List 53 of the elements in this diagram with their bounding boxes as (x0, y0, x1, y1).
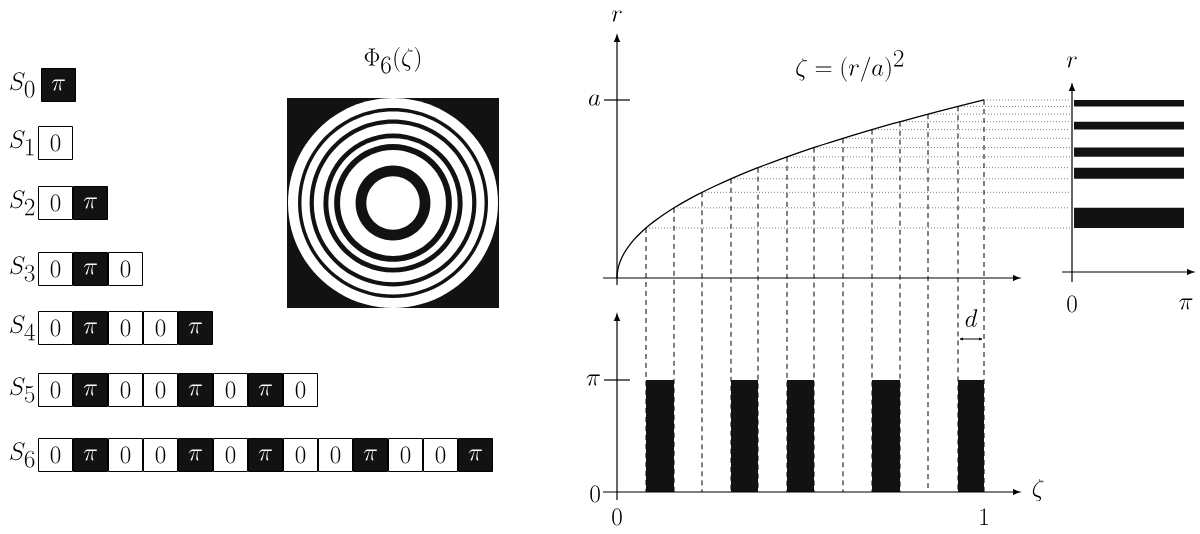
tick-label: $a$ (589, 94, 601, 106)
phase-cell: $0$ (213, 373, 248, 407)
phase-cell: $0$ (38, 186, 73, 220)
tick-label: $0$ (1067, 295, 1077, 313)
phase-cell: $0$ (283, 373, 318, 407)
phase-cell: $0$ (108, 252, 143, 286)
phase-cell: $\pi$ (73, 438, 108, 472)
phase-cell: $0$ (38, 438, 73, 472)
phase-cell: $0$ (38, 311, 73, 345)
phase-cell: $0$ (143, 438, 178, 472)
phase-cell: $\pi$ (73, 186, 108, 220)
sequence-label: $S_4$ (10, 315, 35, 341)
plot-title: $\Phi_6(\zeta)$ (364, 46, 421, 74)
tick-label: $1$ (980, 508, 988, 525)
phase-cell: $\pi$ (73, 311, 108, 345)
tick-label: $0$ (612, 508, 622, 526)
tick-label: $\pi$ (1179, 298, 1193, 310)
sequence-label: $S_0$ (10, 72, 35, 98)
sequence-label: $S_2$ (10, 190, 35, 216)
phase-cell: $\pi$ (41, 68, 76, 102)
phase-cell: $0$ (388, 438, 423, 472)
tick-label: $0$ (590, 485, 600, 503)
axis-label: $\zeta$ (1032, 478, 1044, 502)
phase-cell: $\pi$ (178, 311, 213, 345)
tick-label: $\pi$ (586, 374, 600, 386)
phase-cell: $0$ (108, 311, 143, 345)
phase-cell: $0$ (143, 373, 178, 407)
axis-label: $r$ (611, 10, 622, 22)
phase-cell: $\pi$ (73, 252, 108, 286)
sequence-label: $S_3$ (10, 256, 35, 282)
phase-cell: $0$ (38, 373, 73, 407)
phase-cell: $\pi$ (178, 438, 213, 472)
sequence-label: $S_1$ (10, 130, 34, 156)
phase-cell: $\pi$ (248, 438, 283, 472)
sequence-label: $S_5$ (10, 377, 35, 403)
formula-label: $\zeta = (r/a)^2$ (794, 49, 906, 83)
phase-cell: $0$ (108, 438, 143, 472)
phase-cell: $\pi$ (73, 373, 108, 407)
phase-cell: $\pi$ (458, 438, 493, 472)
dimension-label: $d$ (963, 308, 979, 328)
phase-cell: $0$ (423, 438, 458, 472)
phase-cell: $0$ (38, 126, 73, 160)
phase-cell: $0$ (108, 373, 143, 407)
sequence-label: $S_6$ (10, 442, 35, 468)
phase-cell: $\pi$ (248, 373, 283, 407)
phase-cell: $0$ (38, 252, 73, 286)
phase-cell: $0$ (213, 438, 248, 472)
phase-cell: $0$ (143, 311, 178, 345)
phase-cell: $0$ (283, 438, 318, 472)
phase-cell: $0$ (318, 438, 353, 472)
axis-label: $r$ (1066, 56, 1077, 68)
phase-cell: $\pi$ (178, 373, 213, 407)
phase-cell: $\pi$ (353, 438, 388, 472)
